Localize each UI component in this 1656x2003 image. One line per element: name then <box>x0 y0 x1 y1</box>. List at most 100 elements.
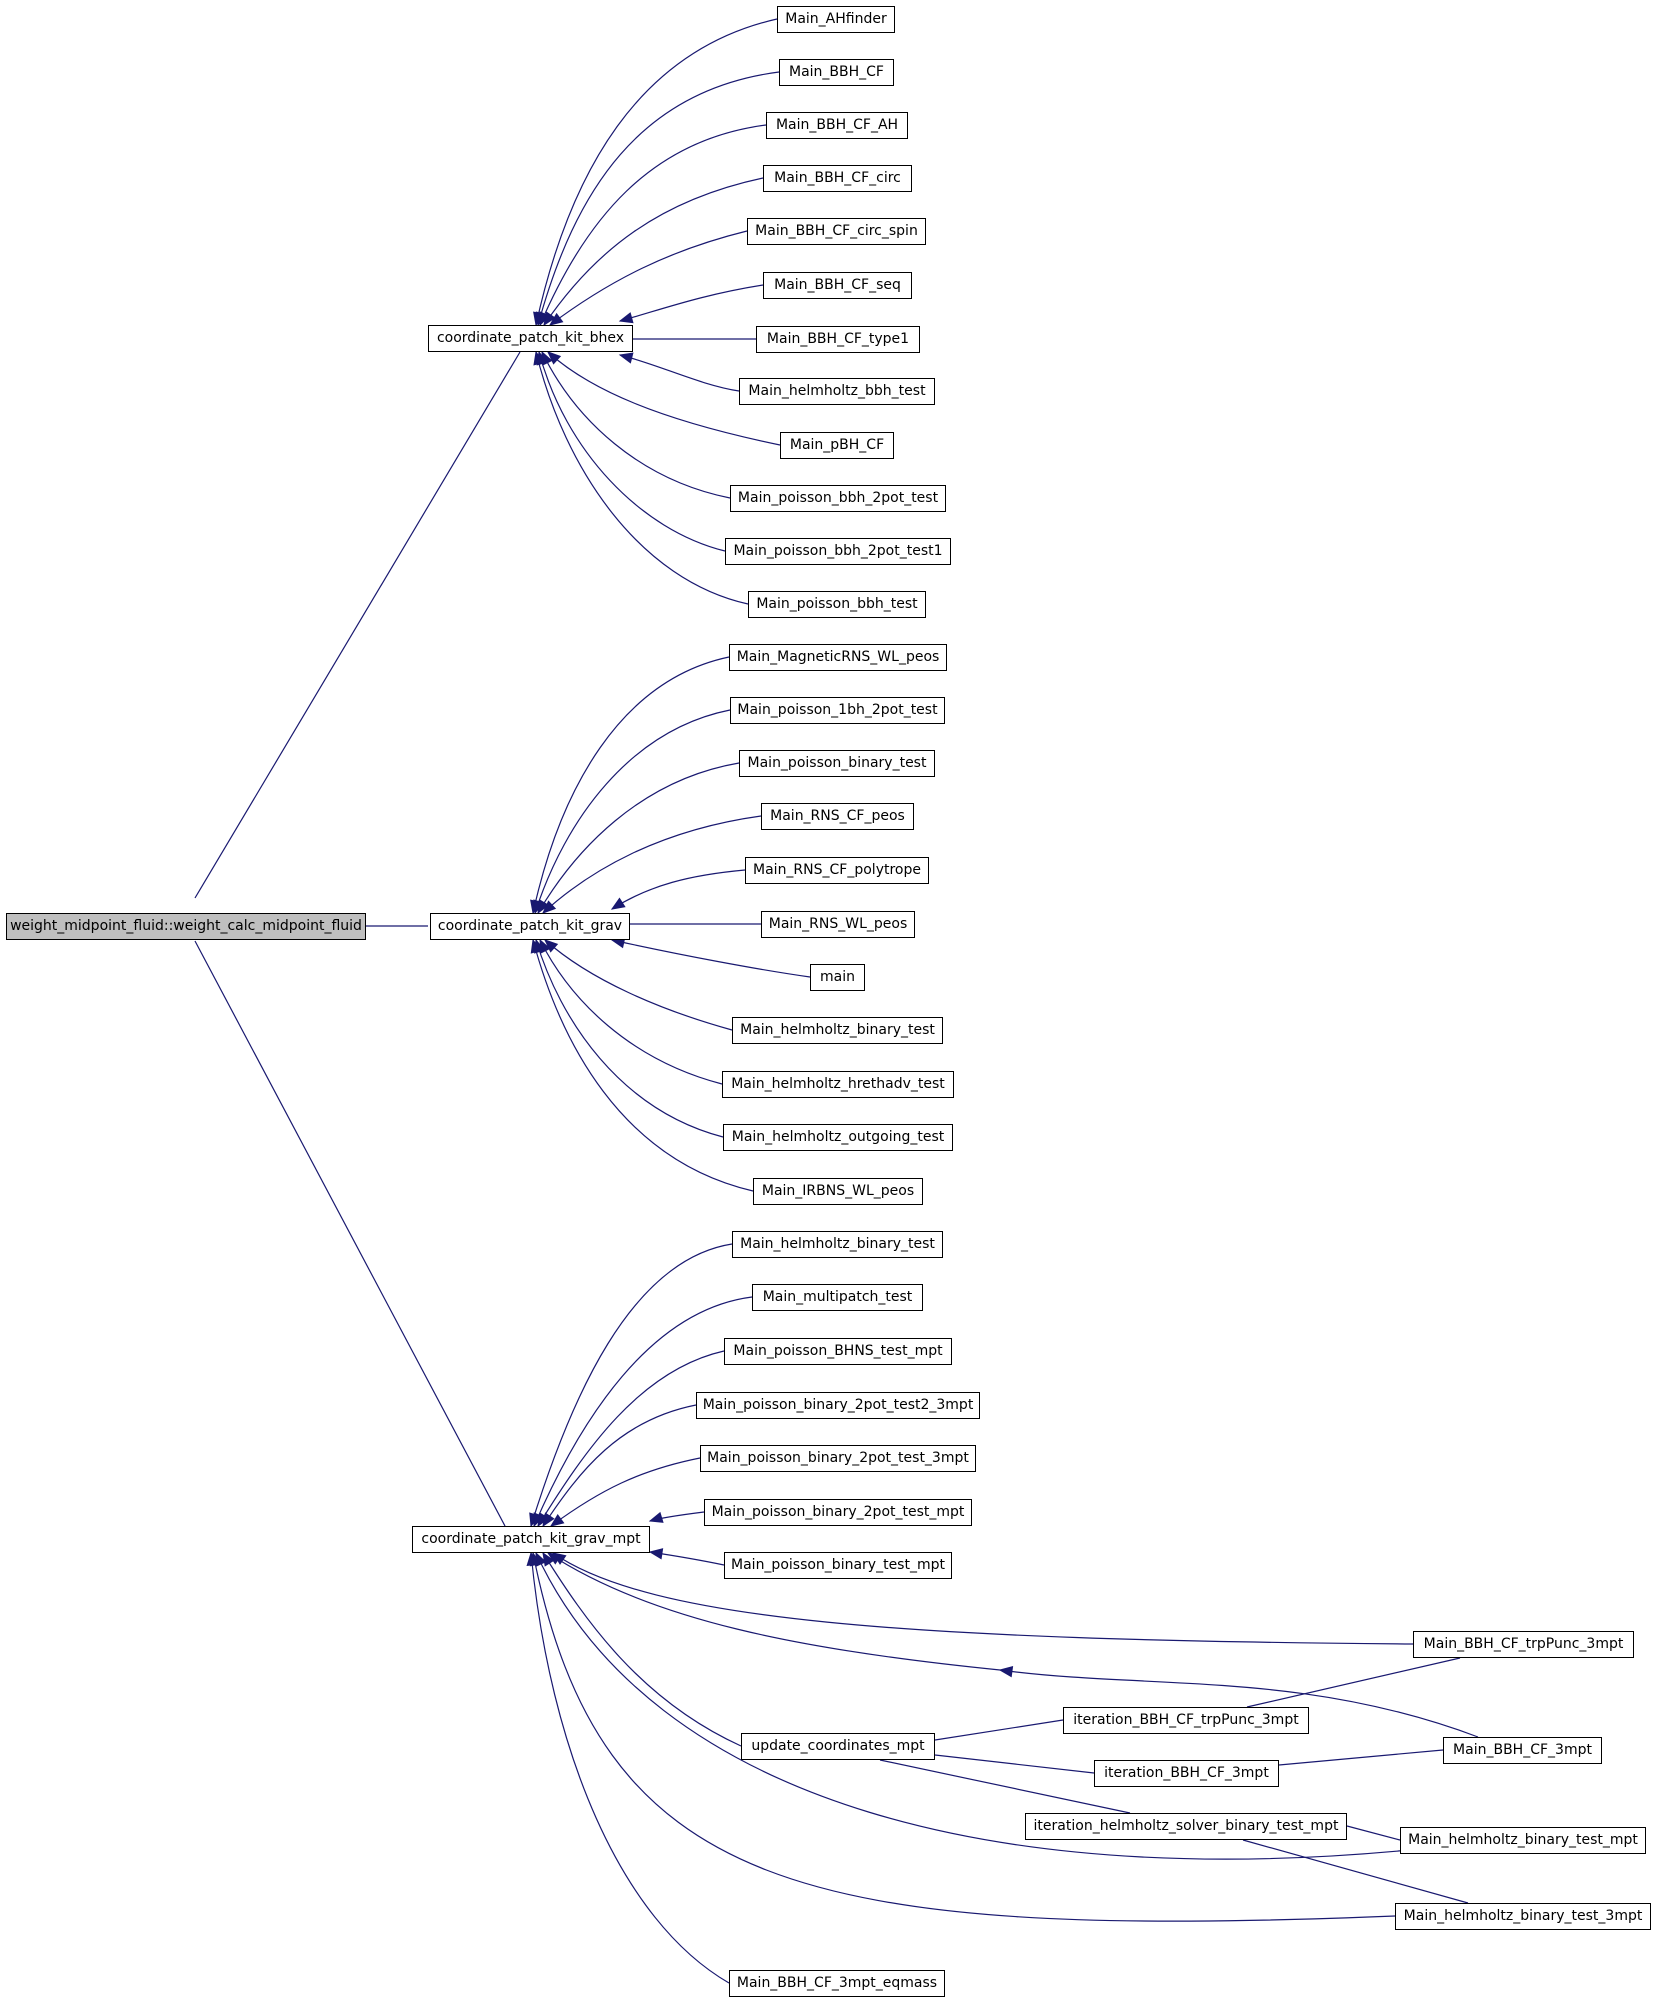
call-edge <box>934 1719 1064 1741</box>
node-main-bbh-cf-seq[interactable]: Main_BBH_CF_seq <box>763 272 912 299</box>
call-edge <box>543 177 764 326</box>
call-edge <box>530 1243 733 1527</box>
call-edge <box>934 1754 1095 1774</box>
call-edge <box>1246 1657 1461 1708</box>
node-coordinate-patch-kit-grav[interactable]: coordinate_patch_kit_grav <box>430 913 630 940</box>
node-iteration-helmholtz-solver-binary-test-mpt[interactable]: iteration_helmholtz_solver_binary_test_m… <box>1025 1813 1347 1840</box>
call-edge <box>534 709 731 914</box>
node-main-bbh-cf[interactable]: Main_BBH_CF <box>779 59 894 86</box>
node-coordinate-patch-kit-grav-mpt[interactable]: coordinate_patch_kit_grav_mpt <box>412 1526 650 1553</box>
call-edge <box>535 351 749 605</box>
node-main-helmholtz-hrethadv-test[interactable]: Main_helmholtz_hrethadv_test <box>722 1071 954 1098</box>
edge-arrowhead <box>530 938 542 954</box>
node-main-rns-cf-polytrope[interactable]: Main_RNS_CF_polytrope <box>745 857 929 884</box>
node-main-bbh-cf-circ[interactable]: Main_BBH_CF_circ <box>763 165 912 192</box>
edge-arrowhead <box>543 311 556 327</box>
call-edge <box>542 1404 697 1527</box>
call-edge <box>619 354 740 392</box>
call-edge <box>530 1552 730 1984</box>
call-edge <box>539 124 767 326</box>
node-iteration-bbh-cf-trppunc-3mpt[interactable]: iteration_BBH_CF_trpPunc_3mpt <box>1063 1707 1309 1734</box>
node-main-helmholtz-outgoing-test[interactable]: Main_helmholtz_outgoing_test <box>723 1124 953 1151</box>
call-edge <box>535 939 724 1138</box>
edge-arrowhead <box>546 1552 562 1565</box>
call-edge <box>544 939 733 1031</box>
call-edge <box>550 1457 701 1527</box>
edge-arrowhead <box>618 312 634 324</box>
edge-arrowhead <box>549 1513 565 1527</box>
edge-arrowhead <box>547 351 562 365</box>
node-main-pbh-cf[interactable]: Main_pBH_CF <box>780 432 894 459</box>
call-edge <box>533 1296 753 1527</box>
call-edge <box>194 940 506 1527</box>
node-coordinate-patch-kit-bhex[interactable]: coordinate_patch_kit_bhex <box>428 325 633 352</box>
node-main-poisson-bbh-test[interactable]: Main_poisson_bbh_test <box>748 591 926 618</box>
edge-arrowhead <box>610 897 626 910</box>
edge-arrowhead <box>998 1665 1014 1678</box>
edge-arrowhead <box>542 900 557 914</box>
call-edge <box>1278 1749 1444 1766</box>
edge-arrowhead <box>542 1512 555 1528</box>
call-edge <box>542 815 762 914</box>
node-main-bbh-cf-trppunc-3mpt[interactable]: Main_BBH_CF_trpPunc_3mpt <box>1413 1631 1634 1658</box>
call-edge <box>611 939 811 978</box>
node-main-bbh-cf-3mpt[interactable]: Main_BBH_CF_3mpt <box>1443 1737 1602 1764</box>
node-main-multipatch-test[interactable]: Main_multipatch_test <box>752 1284 923 1311</box>
node-main-rns-wl-peos[interactable]: Main_RNS_WL_peos <box>761 911 915 938</box>
call-edge <box>535 1552 1466 1860</box>
call-edge <box>549 230 748 326</box>
node-update-coordinates-mpt[interactable]: update_coordinates_mpt <box>741 1733 935 1760</box>
call-edge <box>547 351 781 446</box>
node-main-poisson-1bh-2pot-test[interactable]: Main_poisson_1bh_2pot_test <box>730 697 945 724</box>
call-edge <box>1346 1825 1401 1841</box>
call-edge <box>541 351 731 499</box>
call-edge <box>552 1552 1414 1645</box>
node-main-helmholtz-binary-test[interactable]: Main_helmholtz_binary_test <box>732 1017 943 1044</box>
call-edge <box>537 1350 725 1527</box>
node-main-poisson-bhns-test-mpt[interactable]: Main_poisson_BHNS_test_mpt <box>724 1338 952 1365</box>
call-edge <box>532 1552 1396 1922</box>
node-main-poisson-binary-2pot-test2-3mpt[interactable]: Main_poisson_binary_2pot_test2_3mpt <box>696 1392 980 1419</box>
call-edge <box>537 71 780 326</box>
node-main-poisson-binary-test-mpt[interactable]: Main_poisson_binary_test_mpt <box>724 1552 952 1579</box>
node-main[interactable]: main <box>810 964 865 991</box>
node-main-helmholtz-binary-test-3mpt[interactable]: Main_helmholtz_binary_test_3mpt <box>1395 1903 1651 1930</box>
node-weight-calc-midpoint-fluid: weight_midpoint_fluid::weight_calc_midpo… <box>6 913 366 940</box>
edge-arrowhead <box>533 350 545 366</box>
node-main-poisson-binary-2pot-test-mpt[interactable]: Main_poisson_binary_2pot_test_mpt <box>704 1499 972 1526</box>
call-edge <box>879 1759 1131 1814</box>
edge-arrowhead <box>544 939 559 953</box>
node-main-bbh-cf-circ-spin[interactable]: Main_BBH_CF_circ_spin <box>747 218 926 245</box>
call-edge <box>538 351 726 552</box>
edge-arrowhead <box>526 1551 538 1566</box>
call-edge <box>532 939 754 1192</box>
call-edge <box>547 1552 1001 1671</box>
node-main-bbh-cf-type1[interactable]: Main_BBH_CF_type1 <box>756 326 920 353</box>
call-edge <box>542 1552 742 1747</box>
node-main-bbh-cf-3mpt-eqmass[interactable]: Main_BBH_CF_3mpt_eqmass <box>729 1970 945 1997</box>
edge-arrowhead <box>618 352 634 364</box>
edge-arrowhead <box>648 1548 664 1560</box>
node-iteration-bbh-cf-3mpt[interactable]: iteration_BBH_CF_3mpt <box>1094 1760 1279 1787</box>
node-main-bbh-cf-ah[interactable]: Main_BBH_CF_AH <box>766 112 908 139</box>
node-main-irbns-wl-peos[interactable]: Main_IRBNS_WL_peos <box>753 1178 923 1205</box>
call-edge <box>619 284 764 322</box>
node-main-poisson-binary-2pot-test-3mpt[interactable]: Main_poisson_binary_2pot_test_3mpt <box>700 1445 976 1472</box>
node-main-magneticrns-wl-peos[interactable]: Main_MagneticRNS_WL_peos <box>729 644 947 671</box>
edge-arrowhead <box>542 1551 555 1567</box>
node-main-poisson-binary-test[interactable]: Main_poisson_binary_test <box>739 750 935 777</box>
node-main-ahfinder[interactable]: Main_AHfinder <box>777 6 895 33</box>
node-main-helmholtz-bbh-test[interactable]: Main_helmholtz_bbh_test <box>739 378 935 405</box>
node-main-rns-cf-peos[interactable]: Main_RNS_CF_peos <box>761 803 914 830</box>
call-edge <box>535 18 778 326</box>
call-edge <box>611 869 746 910</box>
call-edge <box>999 1669 1479 1738</box>
node-main-poisson-bbh-2pot-test[interactable]: Main_poisson_bbh_2pot_test <box>730 485 946 512</box>
edge-arrowhead <box>537 899 550 915</box>
node-main-helmholtz-binary-test-mpt[interactable]: Main_helmholtz_binary_test_mpt <box>1400 1827 1646 1854</box>
call-edge <box>1242 1839 1469 1904</box>
node-main-helmholtz-binary-test-mpt-caller[interactable]: Main_helmholtz_binary_test <box>732 1231 943 1258</box>
node-main-poisson-bbh-2pot-test1[interactable]: Main_poisson_bbh_2pot_test1 <box>725 538 951 565</box>
